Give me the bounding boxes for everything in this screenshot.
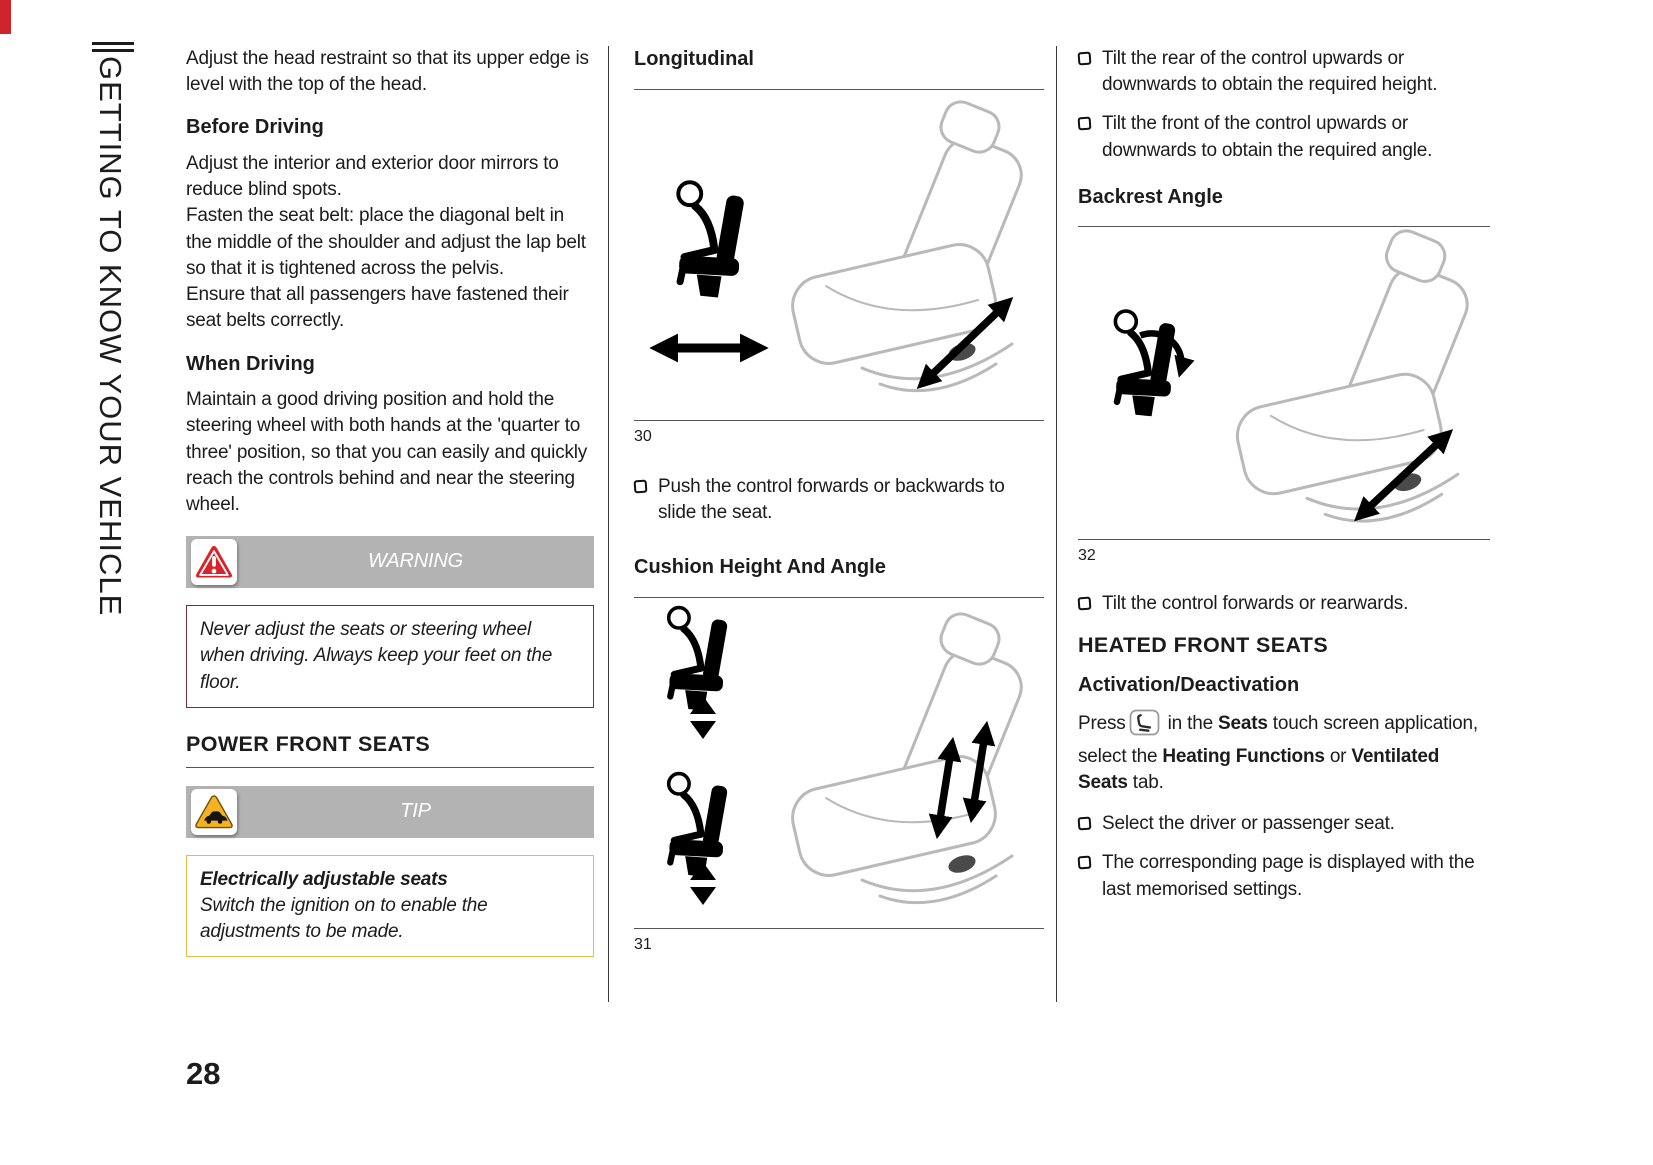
figure-30-illustration <box>634 90 1044 420</box>
heading-power-front-seats: POWER FRONT SEATS <box>186 730 594 768</box>
checkbox-bullet-icon <box>1077 855 1092 870</box>
seat-pictogram-icon <box>669 773 728 876</box>
warning-note-text: Never adjust the seats or steering wheel… <box>200 619 553 693</box>
checkbox-bullet-icon <box>633 479 648 494</box>
checkbox-bullet-icon <box>1077 51 1092 66</box>
seat-pictogram-icon <box>1115 311 1176 416</box>
press-text: Press <box>1078 712 1126 734</box>
power-seat-drawing <box>1229 229 1477 524</box>
seats-app-name: Seats <box>1218 712 1268 734</box>
height-arrow-icon <box>928 736 962 839</box>
column-1: Adjust the head restraint so that its up… <box>186 46 594 958</box>
backrest-arrow-icon <box>1354 429 1454 522</box>
column-3: Tilt the rear of the control upwards or … <box>1077 46 1490 903</box>
seat-pictogram-icon <box>669 607 728 710</box>
figure-number-32: 32 <box>1078 538 1490 567</box>
power-seat-drawing <box>785 99 1031 392</box>
heading-activation-deactivation: Activation/Deactivation <box>1078 673 1300 696</box>
power-seat-drawing <box>785 611 1031 904</box>
column-divider <box>1056 46 1057 1002</box>
column-divider <box>608 46 609 1002</box>
tip-car-triangle-icon <box>191 788 237 835</box>
list-item-text: Tilt the control forwards or rearwards. <box>1102 593 1409 615</box>
lower-arrow-icon <box>690 861 716 880</box>
tip-note-title: Electrically adjustable seats <box>200 868 448 890</box>
heading-cushion-height-angle: Cushion Height And Angle <box>634 554 1044 598</box>
seat-settings-icon <box>1129 709 1160 744</box>
page-number: 28 <box>186 1056 221 1091</box>
warning-triangle-icon <box>191 539 237 586</box>
paragraph: Adjust the interior and exterior door mi… <box>186 153 559 201</box>
recline-arrow-icon <box>1139 330 1195 379</box>
intro-paragraph: Adjust the head restraint so that its up… <box>186 48 589 96</box>
list-item: Tilt the rear of the control upwards or … <box>1077 46 1490 98</box>
heading-when-driving: When Driving <box>186 352 315 375</box>
seat-pictogram-icon <box>678 182 745 297</box>
checkbox-bullet-icon <box>1077 596 1092 611</box>
chapter-tab-marker <box>0 0 11 34</box>
heading-backrest-angle: Backrest Angle <box>1078 184 1490 228</box>
raise-arrow-icon <box>690 695 716 714</box>
warning-note-box: Never adjust the seats or steering wheel… <box>186 605 594 708</box>
heating-functions-tab-name: Heating Functions <box>1162 745 1325 767</box>
tip-bar: TIP <box>186 785 594 838</box>
list-item-text: Tilt the rear of the control upwards or … <box>1102 48 1438 96</box>
column-2: Longitudinal 30 Push the control forward… <box>633 46 1044 956</box>
warning-bar: WARNING <box>186 536 594 589</box>
ventilated-seats-tab-name: Ventilated Seats <box>1078 745 1440 793</box>
figure-31-illustration <box>634 598 1044 928</box>
figure-number-31: 31 <box>634 927 1044 956</box>
checkbox-bullet-icon <box>1077 116 1092 131</box>
tip-note-text: Switch the ignition on to enable the adj… <box>200 894 488 942</box>
chapter-title: GETTING TO KNOW YOUR VEHICLE <box>93 56 128 617</box>
sidebar-rule-bottom <box>92 49 134 52</box>
paragraph: Maintain a good driving position and hol… <box>186 389 588 516</box>
press-instruction: Press in the Seats touch screen applicat… <box>1078 709 1490 797</box>
list-item-text: Tilt the front of the control upwards or… <box>1102 113 1433 161</box>
paragraph: Ensure that all passengers have fastened… <box>186 284 569 332</box>
figure-number-30: 30 <box>634 419 1044 448</box>
checkbox-bullet-icon <box>1077 816 1092 831</box>
list-item: Tilt the control forwards or rearwards. <box>1077 591 1490 617</box>
heading-longitudinal: Longitudinal <box>634 46 1044 90</box>
list-item: Tilt the front of the control upwards or… <box>1077 111 1490 163</box>
list-item: The corresponding page is displayed with… <box>1077 850 1490 902</box>
list-item: Select the driver or passenger seat. <box>1077 811 1490 837</box>
paragraph: Fasten the seat belt: place the diagonal… <box>186 205 586 279</box>
list-item-text: The corresponding page is displayed with… <box>1102 852 1475 900</box>
heading-before-driving: Before Driving <box>186 116 324 139</box>
tip-note-box: Electrically adjustable seats Switch the… <box>186 854 594 958</box>
list-item: Push the control forwards or backwards t… <box>633 474 1044 526</box>
chapter-sidebar: GETTING TO KNOW YOUR VEHICLE <box>92 42 134 616</box>
list-item-text: Push the control forwards or backwards t… <box>658 475 1005 523</box>
list-item-text: Select the driver or passenger seat. <box>1102 813 1395 835</box>
figure-32-illustration <box>1078 227 1490 539</box>
longitudinal-arrow-icon <box>916 296 1014 389</box>
sidebar-rule-top <box>92 42 134 45</box>
tip-label: TIP <box>400 799 431 822</box>
warning-label: WARNING <box>368 550 463 573</box>
heading-heated-front-seats: HEATED FRONT SEATS <box>1078 633 1329 658</box>
